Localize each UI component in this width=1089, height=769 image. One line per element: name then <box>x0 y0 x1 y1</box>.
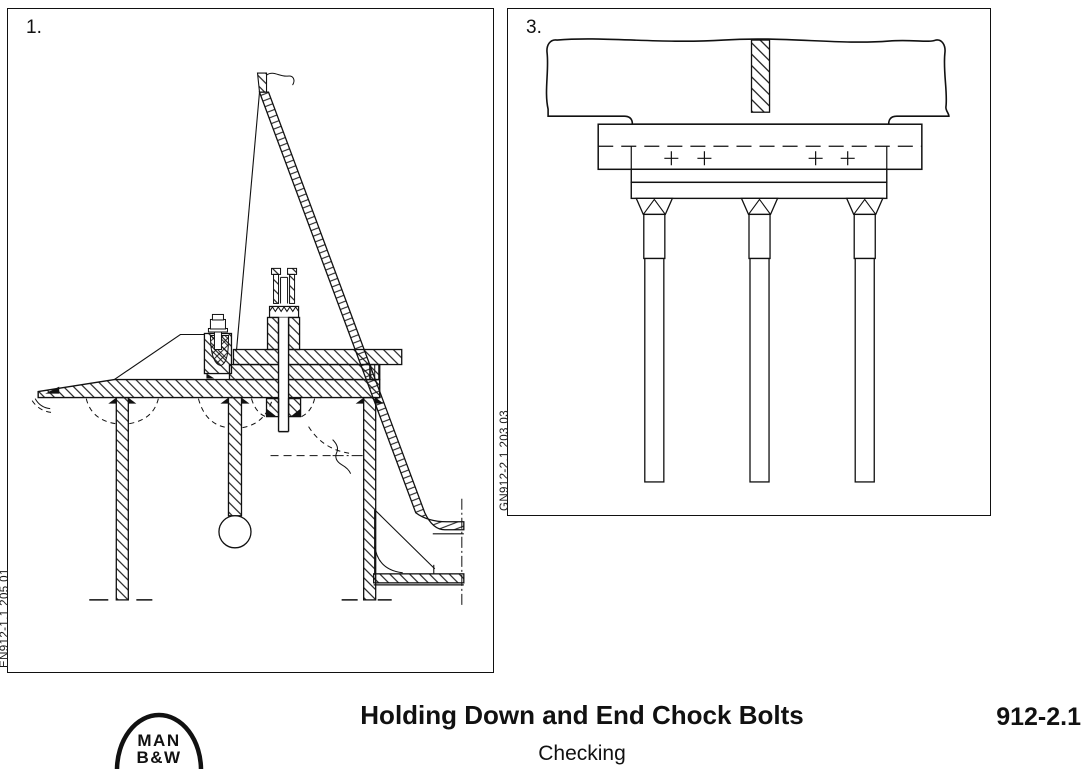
man-bw-logo: MAN B&W <box>112 710 206 769</box>
foundation-webs <box>89 396 392 601</box>
rat-hole-circle <box>218 515 252 549</box>
figure-1-label: 1. <box>26 17 42 38</box>
logo-text-man: MAN <box>137 731 181 750</box>
figure-3-label: 3. <box>526 17 542 38</box>
holding-down-bolt-drawing <box>31 72 465 608</box>
figure-3-drawing-code: GN912-2.1 203 03 <box>499 409 511 511</box>
page-subtitle: Checking <box>538 742 626 765</box>
figure-1-drawing-code: EN912-1.1 205 01 <box>0 568 11 668</box>
side-chock-assembly <box>203 313 233 379</box>
end-chock <box>597 123 923 171</box>
serrated-joint <box>269 306 299 313</box>
frame-bottom-bracket <box>373 498 465 608</box>
end-chock-bolts-drawing <box>545 38 950 483</box>
hidden-outline-dashes <box>31 398 353 457</box>
weld-marks <box>108 397 384 404</box>
figure-1-panel: 1. EN912-1.1 205 01 <box>0 8 494 673</box>
figure-3-panel: 3. GN912-2.1 203 03 <box>499 8 991 516</box>
bedplate-outline <box>545 38 950 126</box>
weld-mark <box>206 373 215 379</box>
page-title: Holding Down and End Chock Bolts <box>360 700 804 730</box>
logo-text-bw: B&W <box>136 748 182 767</box>
end-chock-bolts <box>635 197 884 483</box>
web-section-hatched <box>750 39 771 113</box>
gusset-outline <box>113 333 205 381</box>
holding-down-bolt-assembly <box>265 267 302 433</box>
page-reference-number: 912-2.1 <box>996 703 1081 731</box>
logo-arch-icon <box>114 712 204 769</box>
liner-plates <box>630 168 888 200</box>
foundation-plates <box>34 348 403 410</box>
plus-marks <box>664 151 855 166</box>
break-squiggle <box>332 439 352 474</box>
frame-side-plate <box>235 72 465 535</box>
